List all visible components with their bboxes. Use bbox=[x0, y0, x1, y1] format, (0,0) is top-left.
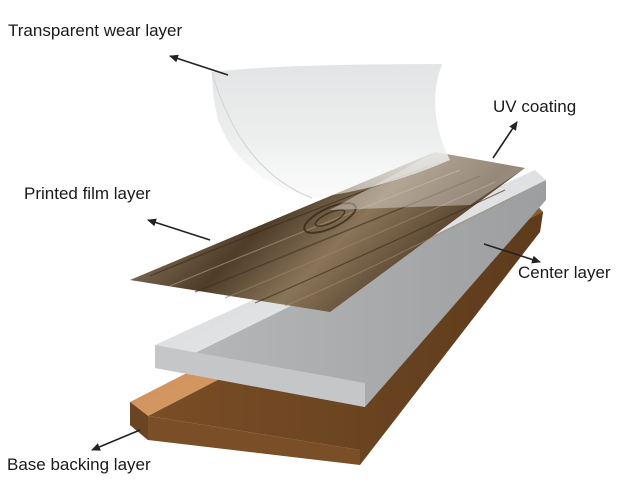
base-backing-label: Base backing layer bbox=[7, 455, 151, 474]
center-layer-arrow bbox=[483, 243, 541, 264]
base-backing-arrow bbox=[91, 429, 141, 451]
leader-arrows bbox=[91, 54, 541, 451]
center-layer-label: Center layer bbox=[518, 263, 611, 282]
uv-coating-label: UV coating bbox=[493, 97, 577, 116]
uv-coating-arrow bbox=[492, 121, 518, 159]
transparent-wear-layer bbox=[211, 64, 450, 199]
wear-layer-label: Transparent wear layer bbox=[8, 21, 183, 40]
printed-film-arrow bbox=[147, 218, 211, 241]
wear-layer-arrow bbox=[169, 54, 229, 76]
printed-film-label: Printed film layer bbox=[24, 184, 151, 203]
printed-film-layer bbox=[130, 152, 525, 312]
